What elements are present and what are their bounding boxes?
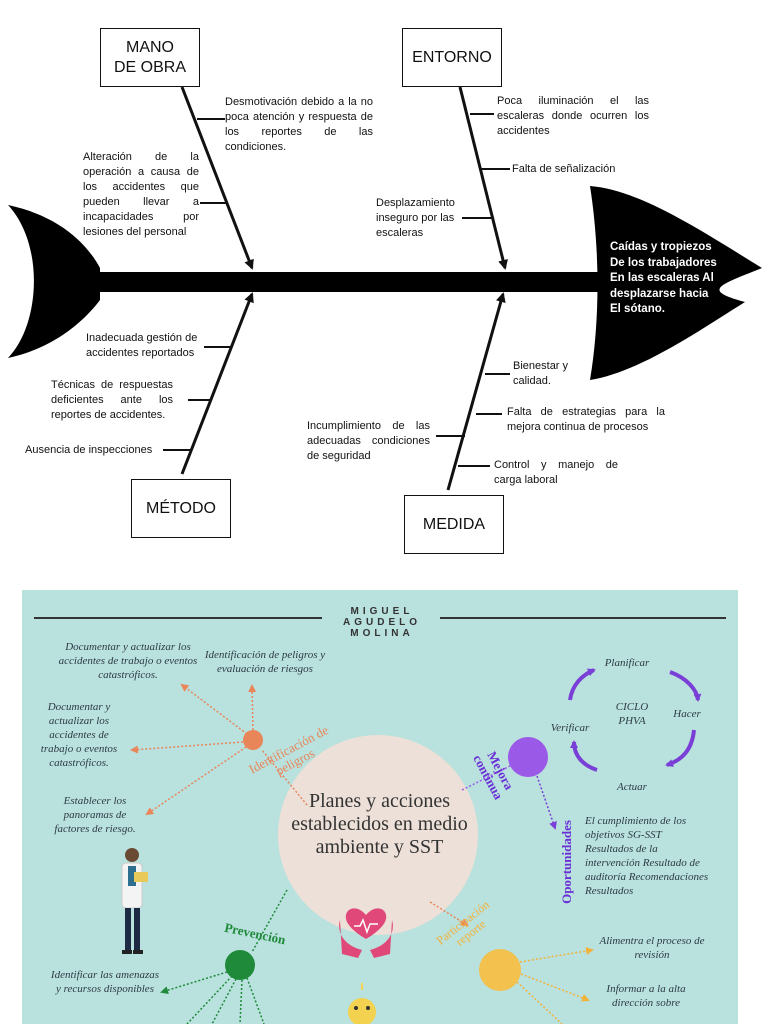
phva-arrow-verificar-planificar [568, 668, 596, 701]
doctor-illustration [121, 848, 148, 954]
cause-desmotivacion: Desmotivación debido a la no poca atenci… [225, 96, 373, 153]
category-medida: MEDIDA [404, 495, 504, 554]
phva-arrow-hacer-actuar [665, 729, 696, 767]
participacion-item-2: Informar a la alta dirección sobre [606, 983, 686, 1009]
participacion-node [479, 949, 521, 991]
lightbulb-icon [348, 983, 376, 1024]
center-circle [278, 735, 478, 935]
oportunidades-list: El cumplimiento de los objetivos SG-SST … [585, 815, 709, 897]
center-title: Planes y acciones establecidos en medio … [291, 790, 468, 858]
bone-entorno [458, 86, 508, 270]
fish-head [590, 186, 762, 380]
fish-tail [8, 205, 100, 358]
phva-planificar: Planificar [604, 657, 650, 669]
bone-medida [446, 292, 506, 491]
fish-spine [95, 272, 610, 292]
cause-poca-iluminacion: Poca iluminación el las escaleras donde … [497, 95, 649, 137]
author-name: MIGUEL AGUDELO MOLINA [343, 606, 421, 639]
phva-verificar: Verificar [550, 722, 590, 734]
bone-metodo [180, 292, 254, 475]
cause-alteracion: Alteración de la operación a causa de lo… [83, 151, 199, 238]
mejora-node [508, 737, 548, 777]
category-metodo: MÉTODO [131, 479, 231, 538]
branch-oportunidades: Oportunidades [559, 820, 574, 904]
fishbone-diagram: MANO DE OBRA ENTORNO MÉTODO MEDIDA Desmo… [8, 28, 762, 554]
phva-hacer: Hacer [673, 708, 701, 720]
cause-bienestar: Bienestar y calidad. [513, 360, 569, 387]
phva-arrow-planificar-hacer [669, 670, 702, 702]
cause-ausencia: Ausencia de inspecciones [25, 444, 153, 456]
participacion-item-1: Alimentra el proceso de revisión [599, 935, 705, 961]
bone-mano-obra [180, 86, 254, 270]
cause-falta-senalizacion: Falta de señalización [512, 163, 616, 175]
cause-inadecuada-gestion: Inadecuada gestión de accidentes reporta… [86, 332, 198, 359]
cause-incumplimiento: Incumplimiento de las adecuadas condicio… [307, 420, 430, 462]
identificacion-item-3: Documentar y actualizar los accidentes d… [40, 701, 118, 769]
identificacion-item-1: Documentar y actualizar los accidentes d… [58, 641, 198, 681]
cause-tecnicas: Técnicas de respuestas deficientes ante … [51, 379, 173, 421]
prevencion-item-1: Identificar las amenazas y recursos disp… [50, 969, 160, 995]
identificacion-node [243, 730, 263, 750]
identificacion-item-4: Establecer los panoramas de factores de … [54, 795, 136, 835]
phva-center-label: CICLO PHVA [615, 701, 649, 727]
heart-hands-icon [339, 908, 393, 958]
infographic-graphics [34, 617, 726, 1024]
category-mano-de-obra: MANO DE OBRA [100, 28, 200, 87]
sst-infographic: MIGUEL AGUDELO MOLINA Documentar y actua… [22, 590, 738, 1024]
fishbone-lines [8, 86, 762, 491]
phva-arrow-actuar-verificar [570, 740, 598, 772]
prevencion-node [225, 950, 255, 980]
cause-falta-estrategias: Falta de estrategias para la mejora cont… [507, 406, 665, 433]
category-entorno: ENTORNO [402, 28, 502, 87]
effect-label: Caídas y tropiezos De los trabajadores E… [610, 241, 717, 315]
identificacion-item-2: Identificación de peligros y evaluación … [204, 649, 326, 675]
cause-control: Control y manejo de carga laboral [494, 459, 618, 486]
phva-actuar: Actuar [617, 781, 647, 793]
cause-desplazamiento: Desplazamiento inseguro por las escalera… [376, 197, 455, 239]
